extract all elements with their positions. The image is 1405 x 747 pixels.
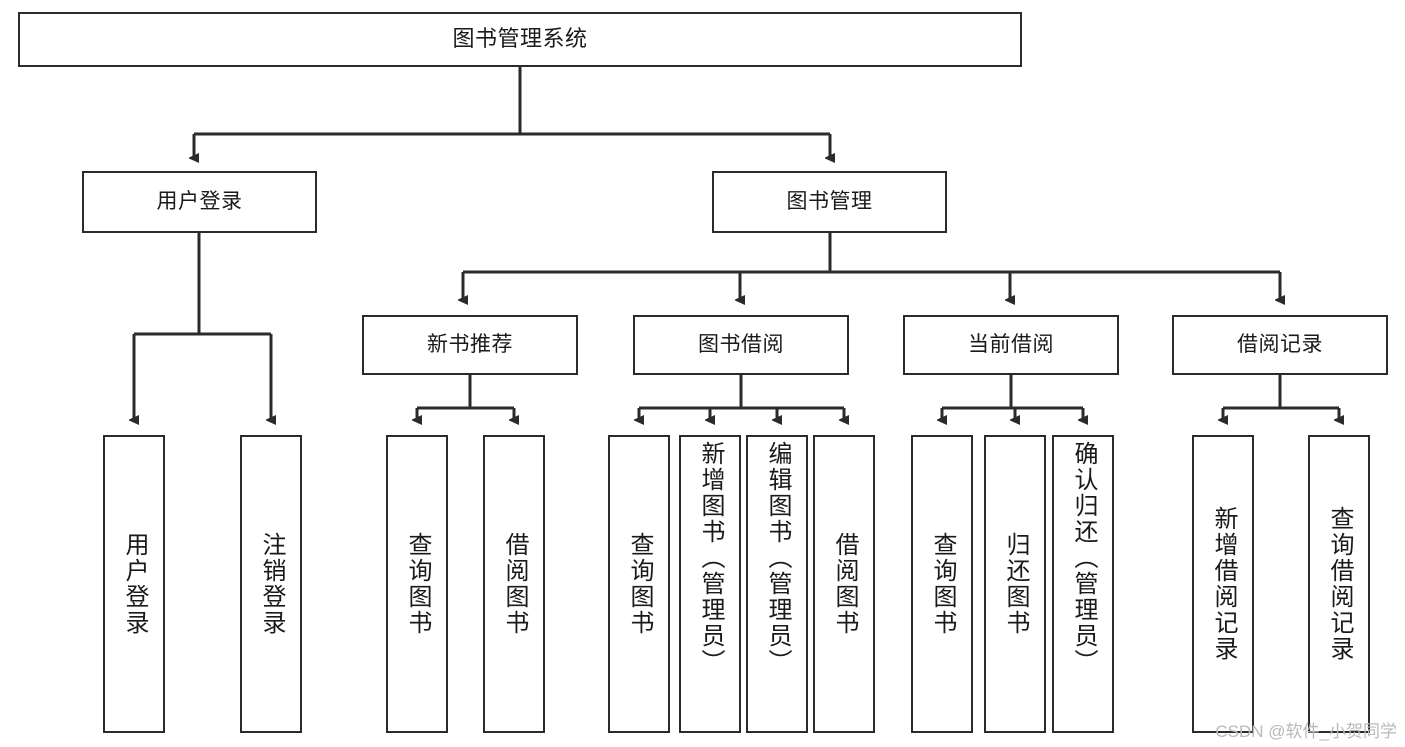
node-root-system[interactable]: 图书管理系统 [18, 12, 1022, 67]
node-current-borrow[interactable]: 当前借阅 [903, 315, 1119, 375]
node-book-manage[interactable]: 图书管理 [712, 171, 947, 233]
node-label: 用户登录 [156, 190, 243, 214]
node-new-book-recommend[interactable]: 新书推荐 [362, 315, 578, 375]
node-leaf-user-login[interactable]: 用户登录 [103, 435, 165, 733]
node-label: 归还图书 [1002, 532, 1029, 636]
node-leaf-confirm-return-admin[interactable]: 确认归还（管理员） [1052, 435, 1114, 733]
node-label: 注销登录 [258, 532, 285, 636]
node-leaf-query-book-current[interactable]: 查询图书 [911, 435, 973, 733]
node-label: 编辑图书（管理员） [764, 441, 791, 675]
node-label: 新增借阅记录 [1210, 506, 1237, 662]
node-label: 借阅图书 [501, 532, 528, 636]
node-label: 借阅图书 [831, 532, 858, 636]
node-label: 新增图书（管理员） [697, 441, 724, 675]
node-leaf-add-borrow-record[interactable]: 新增借阅记录 [1192, 435, 1254, 733]
node-label: 确认归还（管理员） [1070, 441, 1097, 675]
node-leaf-return-book[interactable]: 归还图书 [984, 435, 1046, 733]
node-book-borrow[interactable]: 图书借阅 [633, 315, 849, 375]
node-label: 借阅记录 [1237, 333, 1323, 357]
node-leaf-query-borrow-record[interactable]: 查询借阅记录 [1308, 435, 1370, 733]
node-label: 查询借阅记录 [1326, 506, 1353, 662]
node-leaf-query-book-recommend[interactable]: 查询图书 [386, 435, 448, 733]
node-label: 新书推荐 [427, 333, 513, 357]
node-leaf-user-logout[interactable]: 注销登录 [240, 435, 302, 733]
watermark-text: CSDN @软件_小贺同学 [1215, 722, 1397, 741]
node-label: 用户登录 [121, 532, 148, 636]
node-user-login[interactable]: 用户登录 [82, 171, 317, 233]
node-label: 图书管理系统 [452, 26, 588, 52]
node-leaf-borrow-book[interactable]: 借阅图书 [813, 435, 875, 733]
node-label: 查询图书 [404, 532, 431, 636]
node-label: 查询图书 [626, 532, 653, 636]
node-leaf-query-book-borrow[interactable]: 查询图书 [608, 435, 670, 733]
node-leaf-edit-book-admin[interactable]: 编辑图书（管理员） [746, 435, 808, 733]
node-leaf-add-book-admin[interactable]: 新增图书（管理员） [679, 435, 741, 733]
node-leaf-borrow-book-recommend[interactable]: 借阅图书 [483, 435, 545, 733]
node-label: 当前借阅 [968, 333, 1054, 357]
node-label: 查询图书 [929, 532, 956, 636]
node-borrow-record[interactable]: 借阅记录 [1172, 315, 1388, 375]
node-label: 图书借阅 [698, 333, 784, 357]
node-label: 图书管理 [786, 190, 873, 214]
